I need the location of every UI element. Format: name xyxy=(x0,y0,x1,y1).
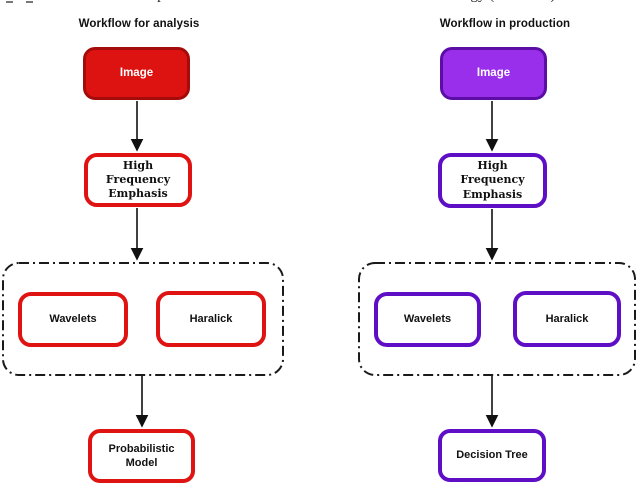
image-node-label: Image xyxy=(476,67,511,80)
output-node: Decision Tree xyxy=(438,429,546,482)
wavelets-node: Wavelets xyxy=(374,292,481,347)
wavelets-node-label: Wavelets xyxy=(403,313,452,326)
output-node-label: Decision Tree xyxy=(456,449,528,462)
image-node: Image xyxy=(440,47,547,100)
haralick-node: Haralick xyxy=(513,291,621,347)
wavelets-node: Wavelets xyxy=(18,292,128,347)
clipped-caption: Comparison of the two workflows used in … xyxy=(128,0,558,6)
haralick-node-label: Haralick xyxy=(545,312,589,325)
output-node-label: Probabilistic Model xyxy=(108,442,175,469)
output-node: Probabilistic Model xyxy=(88,429,195,483)
hfe-node-label: High Frequency Emphasis xyxy=(460,159,525,201)
hfe-node-label: High Frequency Emphasis xyxy=(105,158,171,201)
haralick-node: Haralick xyxy=(156,291,266,347)
image-node: Image xyxy=(83,47,190,100)
clipped-caption-mark xyxy=(26,1,33,3)
clipped-caption-mark xyxy=(6,1,13,3)
high-frequency-emphasis-node: High Frequency Emphasis xyxy=(438,153,547,208)
workflow-title: Workflow for analysis xyxy=(78,18,200,30)
wavelets-node-label: Wavelets xyxy=(49,313,97,326)
image-node-label: Image xyxy=(119,67,154,80)
workflow-title: Workflow in production xyxy=(439,18,571,30)
haralick-node-label: Haralick xyxy=(189,312,233,325)
high-frequency-emphasis-node: High Frequency Emphasis xyxy=(84,153,192,207)
